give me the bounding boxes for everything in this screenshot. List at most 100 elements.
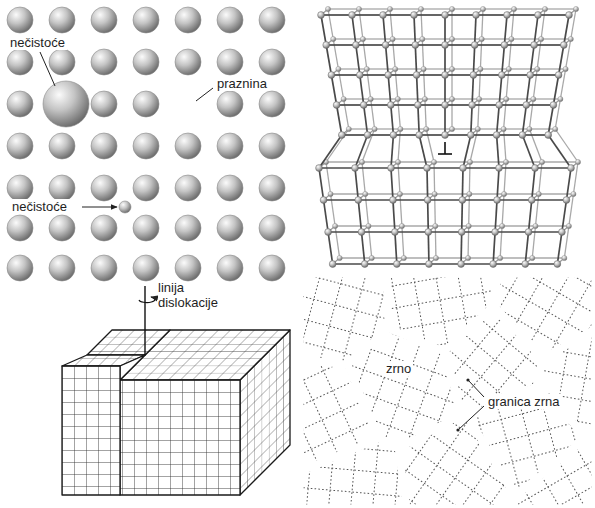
grain-lattice	[168, 78, 593, 192]
back-atoms	[449, 66, 454, 71]
front-lattice-bonds	[321, 15, 326, 45]
front-lattice-bonds	[393, 134, 419, 136]
grain-lattice	[247, 148, 397, 508]
front-lattice-bonds	[557, 232, 562, 264]
grain-lattice	[70, 295, 256, 508]
front-atoms	[424, 197, 431, 204]
front-atoms	[323, 42, 330, 49]
atom-sphere	[49, 49, 75, 75]
grain-lattice	[293, 273, 545, 508]
front-lattice-bonds	[476, 14, 507, 16]
back-lattice-bonds	[390, 8, 421, 9]
dislocation-line	[144, 286, 145, 355]
front-lattice-bonds	[463, 135, 471, 168]
front-lattice-bonds	[499, 75, 502, 105]
back-atoms	[393, 66, 398, 71]
back-atoms	[421, 66, 426, 71]
back-lattice-bonds	[506, 69, 509, 99]
front-atoms	[333, 102, 340, 109]
front-lattice-bonds	[331, 74, 359, 76]
front-lattice-bonds	[337, 104, 364, 106]
back-lattice-bonds	[479, 69, 480, 99]
grain-lattice	[30, 128, 595, 508]
front-atoms	[415, 102, 422, 109]
front-lattice-bonds	[530, 74, 558, 76]
back-atoms	[420, 36, 425, 41]
back-lattice-bonds	[545, 8, 576, 9]
grain-lattice	[365, 347, 595, 508]
front-lattice-bonds	[461, 263, 493, 265]
front-atoms	[353, 42, 360, 49]
grain-lattice	[287, 272, 595, 386]
grain-lattice	[411, 117, 595, 400]
grain-lattice	[412, 208, 562, 508]
front-lattice-bonds	[504, 15, 507, 45]
front-atoms	[358, 229, 365, 236]
front-lattice-bonds	[356, 44, 386, 46]
grain-lattice	[67, 207, 466, 393]
back-atoms	[571, 191, 576, 196]
back-lattice-bonds	[328, 8, 359, 9]
front-lattice-bonds	[391, 135, 393, 168]
grain-lattice	[221, 222, 473, 508]
back-lattice-bonds	[504, 99, 507, 129]
grain-lattice	[365, 251, 479, 508]
back-lattice-bonds	[369, 226, 372, 258]
back-lattice-bonds	[435, 226, 437, 258]
grain-lattice	[236, 92, 519, 429]
screw-dislocation-block	[62, 286, 290, 495]
back-lattice-bonds	[326, 9, 578, 258]
front-lattice-bonds	[417, 74, 445, 76]
front-lattice-bonds	[559, 45, 564, 75]
grain-lattice	[167, 184, 419, 508]
back-lattice-bonds	[506, 161, 542, 162]
back-atoms	[477, 96, 482, 101]
point-defect-lattice	[7, 7, 285, 281]
front-lattice-bonds	[386, 44, 416, 46]
grain-lattice	[407, 123, 595, 199]
back-atoms	[398, 126, 403, 131]
back-lattice-bonds	[395, 68, 423, 69]
back-atoms	[356, 6, 361, 11]
grain-lattice	[266, 124, 595, 274]
front-atoms	[523, 102, 530, 109]
grain	[185, 45, 595, 508]
back-lattice-bonds	[425, 98, 452, 99]
grain-lattice	[370, 206, 595, 508]
grain-lattice	[270, 208, 595, 322]
front-atoms	[531, 42, 538, 49]
grain-lattice	[417, 138, 493, 508]
front-lattice-bonds	[360, 74, 388, 76]
front-lattice-bonds	[473, 45, 474, 75]
grain-lattice	[228, 114, 304, 508]
front-atoms	[459, 197, 466, 204]
back-atoms	[539, 36, 544, 41]
back-atoms	[530, 255, 535, 260]
back-atoms	[449, 126, 454, 131]
grain-lattice	[185, 387, 522, 508]
front-lattice-bonds	[445, 104, 472, 106]
atom-sphere	[217, 133, 243, 159]
atom-sphere	[91, 133, 117, 159]
grain-lattice	[368, 183, 595, 403]
grain-lattice	[87, 41, 201, 466]
grain-lattice	[332, 290, 595, 508]
part-label: praznina	[215, 76, 269, 91]
front-lattice-bonds	[553, 75, 558, 105]
front-atoms	[563, 197, 570, 204]
front-atoms	[498, 72, 505, 79]
back-atoms	[504, 96, 509, 101]
atom-sphere	[91, 49, 117, 75]
label-holder: nečistoće	[10, 199, 69, 214]
atom-sphere	[133, 91, 159, 117]
atom-sphere	[49, 175, 75, 201]
dislocation-symbol	[444, 142, 446, 154]
grain-lattice	[71, 439, 496, 508]
front-atoms	[338, 132, 345, 139]
front-atoms	[496, 102, 503, 109]
back-atoms	[390, 36, 395, 41]
front-atoms	[442, 12, 449, 19]
front-lattice-bonds	[397, 263, 429, 265]
grain-lattice	[333, 273, 371, 508]
grain-lattice	[298, 252, 595, 508]
